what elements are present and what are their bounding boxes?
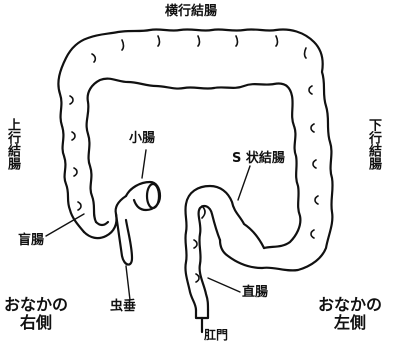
label-left-side-line2: 左側: [318, 314, 382, 332]
cecum-outline: [84, 196, 126, 238]
label-anus: 肛門: [204, 328, 228, 342]
rectum-pointer: [208, 278, 240, 292]
sigmoid-colon-inner-outline: [199, 206, 220, 310]
label-right-side: おなかの 右側: [4, 296, 68, 332]
label-sigmoid-colon: S 状結腸: [232, 152, 285, 166]
sigmoid-pointer: [238, 166, 250, 200]
label-right-side-line2: 右側: [4, 314, 68, 332]
label-transverse-colon: 横行結腸: [165, 5, 217, 19]
small-intestine-outline: [126, 182, 160, 210]
colon-outer-outline: [58, 29, 332, 270]
anus-outline: [196, 310, 208, 318]
cecum-inner-outline: [96, 222, 108, 225]
small-intestine-opening: [147, 184, 159, 208]
label-left-side-line1: おなかの: [318, 296, 382, 314]
label-appendix: 虫垂: [110, 300, 136, 314]
label-right-side-line1: おなかの: [4, 296, 68, 314]
label-left-side: おなかの 左側: [318, 296, 382, 332]
appendix-outline: [116, 214, 132, 265]
label-descending-colon: 下行結腸: [366, 118, 380, 170]
small-intestine-pointer: [142, 150, 146, 178]
label-rectum: 直腸: [242, 286, 268, 300]
label-cecum: 盲腸: [18, 234, 44, 248]
label-ascending-colon: 上行結腸: [5, 118, 19, 170]
label-small-intestine: 小腸: [129, 132, 155, 146]
appendix-pointer: [126, 266, 130, 300]
